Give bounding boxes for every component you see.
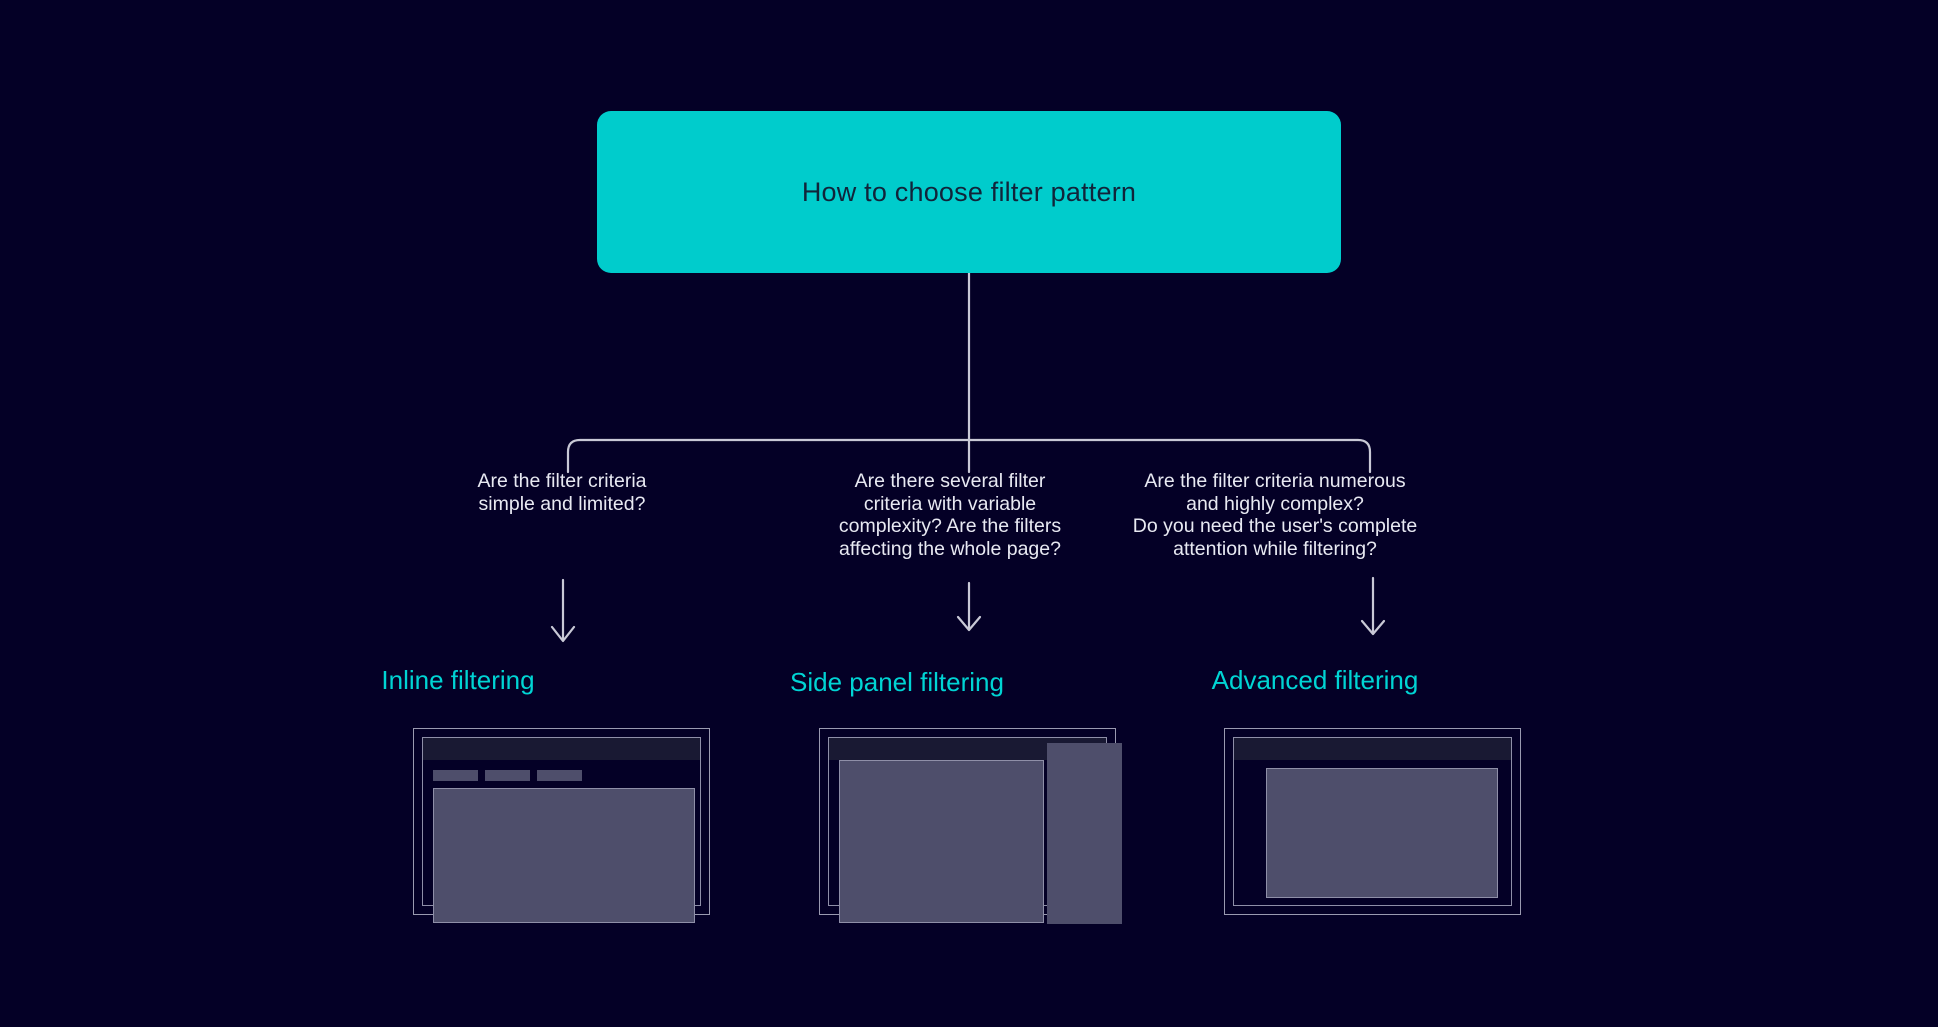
filter-chip-1 <box>433 770 478 781</box>
thumbnail-advanced-filtering[interactable] <box>1224 728 1521 915</box>
thumbnail-inline-filtering[interactable] <box>413 728 710 923</box>
thumbnail-inline-header-bar <box>423 738 700 760</box>
thumbnail-sidepanel-main-area <box>839 760 1044 923</box>
outcome-label-advanced[interactable]: Advanced filtering <box>1211 665 1419 695</box>
filter-chip-3 <box>537 770 582 781</box>
thumbnail-sidepanel-header-bar <box>829 738 1106 760</box>
thumbnail-advanced-modal-dialog <box>1266 768 1498 898</box>
root-node[interactable]: How to choose filter pattern <box>597 111 1341 273</box>
question-inline: Are the filter criteria simple and limit… <box>477 470 647 515</box>
branch-sidepanel: Are there several filter criteria with v… <box>740 470 1160 560</box>
thumbnail-inline-frame <box>422 737 701 923</box>
question-sidepanel: Are there several filter criteria with v… <box>838 470 1062 560</box>
distributor-line <box>566 438 1372 474</box>
thumbnail-sidepanel-right-panel <box>1047 743 1122 924</box>
outcome-label-inline[interactable]: Inline filtering <box>381 665 535 695</box>
arrow-inline <box>550 578 576 643</box>
outcome-label-sidepanel[interactable]: Side panel filtering <box>790 667 1004 697</box>
root-node-label: How to choose filter pattern <box>801 176 1137 207</box>
thumbnail-advanced-header-bar <box>1234 738 1511 760</box>
thumbnail-side-panel-filtering[interactable] <box>819 728 1122 924</box>
filter-chip-2 <box>485 770 530 781</box>
branch-advanced: Are the filter criteria numerous and hig… <box>1065 470 1485 560</box>
arrow-advanced <box>1360 576 1386 636</box>
question-advanced: Are the filter criteria numerous and hig… <box>1132 470 1418 560</box>
thumbnail-inline-content-area <box>433 788 695 923</box>
branch-inline: Are the filter criteria simple and limit… <box>352 470 772 515</box>
arrow-sidepanel <box>956 581 982 632</box>
thumbnail-advanced-frame <box>1233 737 1512 906</box>
